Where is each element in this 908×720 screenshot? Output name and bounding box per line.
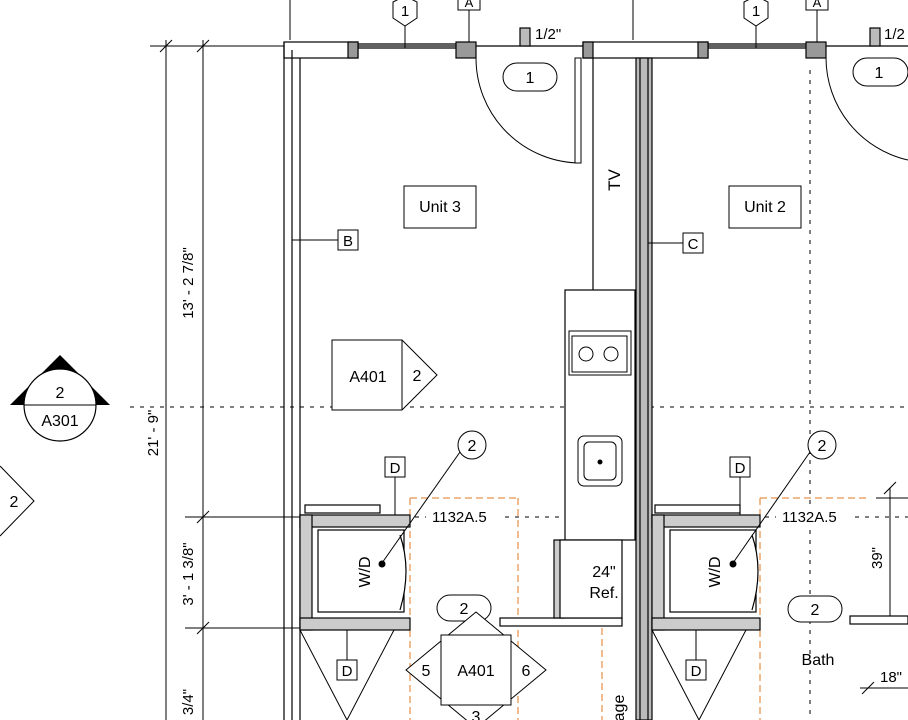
dimension-middle: 3' - 1 3/8" <box>180 542 197 605</box>
room-name-bath: Bath <box>802 652 835 669</box>
elevation-multi-bottom: 3 <box>472 709 481 720</box>
elevation-single-num: 2 <box>413 368 422 385</box>
wall-tag-d3: D <box>342 663 353 680</box>
grid-tag-a-right: A <box>813 0 822 10</box>
door-tags <box>436 57 908 623</box>
dimension-right-39: 39" <box>869 547 886 569</box>
closet-markers <box>299 629 747 720</box>
elevation-multi-sheet: A401 <box>457 663 494 680</box>
wall-tag-d4: D <box>691 663 702 680</box>
elevation-tag-a401-multi <box>405 611 547 720</box>
door-tag-2-bottom: 2 <box>460 601 469 618</box>
exterior-wall <box>283 27 908 59</box>
room-tag-unit2: Unit 2 <box>728 185 802 229</box>
elevation-single-sheet: A401 <box>349 369 386 386</box>
wd-right-label: W/D <box>707 556 724 587</box>
section-marker-sheet: A301 <box>41 413 78 430</box>
gridline-left-label: 1132A.5 <box>432 509 487 526</box>
keynote-2-right: 2 <box>818 438 827 455</box>
window-tag-1-right: 1 <box>752 3 760 20</box>
dimension-total-height: 21' - 9" <box>145 410 162 457</box>
washer-dryer-units <box>317 529 759 619</box>
room-name-unit3: Unit 3 <box>419 199 461 216</box>
window-tags <box>392 0 769 48</box>
window-tag-1-left: 1 <box>401 3 409 20</box>
elevation-tag-a401-single <box>331 339 438 411</box>
grid-tag-a-left: A <box>465 0 474 10</box>
room-name-unit2: Unit 2 <box>744 199 786 216</box>
wall-tag-d1: D <box>390 460 401 477</box>
half-inch-left-label: 1/2" <box>535 26 561 43</box>
half-inch-right-label: 1/2 <box>884 26 905 43</box>
sink <box>577 435 623 487</box>
wd-left-label: W/D <box>357 556 374 587</box>
cooktop <box>568 330 632 376</box>
left-edge-marker-number: 2 <box>10 494 19 511</box>
dimension-upper: 13' - 2 7/8" <box>180 247 197 319</box>
storage-partial-label: age <box>611 695 628 720</box>
dimension-right-18: 18" <box>880 669 902 686</box>
dimension-lines <box>150 0 908 720</box>
elevation-multi-left: 5 <box>422 663 431 680</box>
door-tag-1-right: 1 <box>875 65 884 82</box>
wall-tag-d2: D <box>735 460 746 477</box>
wall-tag-c: C <box>688 236 699 253</box>
ref-text-label: Ref. <box>589 585 618 602</box>
wall-tag-b: B <box>343 233 353 250</box>
keynote-2-left: 2 <box>468 438 477 455</box>
room-tag-unit3: Unit 3 <box>403 185 477 229</box>
section-marker-number: 2 <box>56 385 65 402</box>
section-marker <box>10 355 110 442</box>
grid-tags-top <box>457 0 829 42</box>
gridline-right-label: 1132A.5 <box>782 509 837 526</box>
door-tag-1-left: 1 <box>526 70 535 87</box>
ref-size-label: 24" <box>592 564 615 581</box>
left-edge-marker <box>0 465 35 537</box>
wall-tags <box>292 229 751 681</box>
tv-label: TV <box>605 168 624 190</box>
door-swings <box>475 57 908 164</box>
elevation-multi-right: 6 <box>522 663 531 680</box>
dimension-lower-partial: 3/4" <box>180 689 197 715</box>
door-tag-2-bath: 2 <box>811 602 820 619</box>
keynotes <box>378 430 837 568</box>
